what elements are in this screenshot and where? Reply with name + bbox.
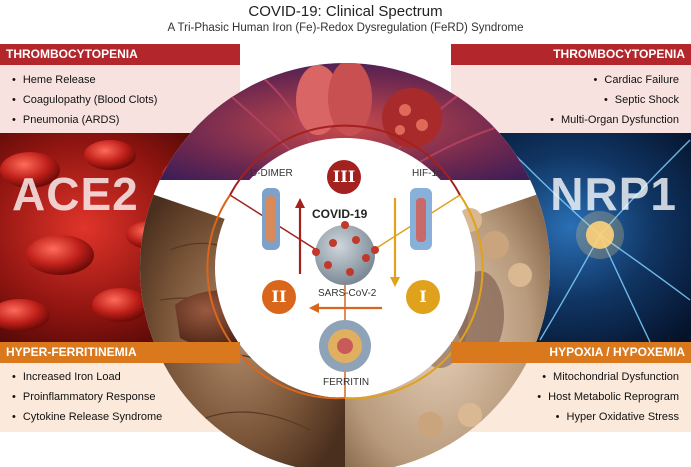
list-item: Mitochondrial Dysfunction <box>537 367 679 387</box>
ferritin-molecule <box>319 320 371 372</box>
diagram-title: COVID-19: Clinical Spectrum <box>248 3 443 20</box>
panel-list-bottom-right: Mitochondrial Dysfunction Host Metabolic… <box>537 367 679 427</box>
list-item: Heme Release <box>12 70 157 90</box>
list-item: Septic Shock <box>550 90 679 110</box>
phase-1-badge: I <box>406 280 440 314</box>
list-item: Coagulopathy (Blood Clots) <box>12 90 158 110</box>
list-item: Multi-Organ Dysfunction <box>550 110 679 130</box>
d-dimer-label: D-DIMER <box>250 168 293 179</box>
panel-heading-top-left: THROMBOCYTOPENIA <box>0 44 240 65</box>
phase-3-badge: III <box>327 160 361 194</box>
hif-label: HIF-1α <box>412 168 443 179</box>
panel-list-top-left: Heme Release Coagulopathy (Blood Clots) … <box>12 70 158 130</box>
list-item: Increased Iron Load <box>12 367 162 387</box>
list-item: Pneumonia (ARDS) <box>12 110 157 130</box>
ferritin-label: FERRITIN <box>323 377 370 388</box>
hif-molecule <box>410 188 432 250</box>
panel-heading-bottom-right: HYPOXIA / HYPOXEMIA <box>451 342 691 363</box>
list-item: Cardiac Failure <box>550 70 679 90</box>
d-dimer-molecule <box>262 188 280 250</box>
list-item: Host Metabolic Reprogram <box>537 387 679 407</box>
covid-label: COVID-19 <box>312 207 368 221</box>
panel-list-top-right: Cardiac Failure Septic Shock Multi-Organ… <box>550 70 679 130</box>
phase-2-badge: II <box>262 280 296 314</box>
diagram-subtitle: A Tri-Phasic Human Iron (Fe)-Redox Dysre… <box>167 22 524 34</box>
panel-heading-bottom-left: HYPER-FERRITINEMIA <box>0 342 240 363</box>
panel-list-bottom-left: Increased Iron Load Proinflammatory Resp… <box>12 367 162 427</box>
list-item: Proinflammatory Response <box>12 387 162 407</box>
receptor-label-nrp1: NRP1 <box>550 168 677 220</box>
sars-cov-2-virus <box>312 221 379 285</box>
list-item: Cytokine Release Syndrome <box>12 407 162 427</box>
receptor-label-ace2: ACE2 <box>12 168 139 220</box>
panel-heading-top-right: THROMBOCYTOPENIA <box>451 44 691 65</box>
virus-label: SARS-CoV-2 <box>318 288 377 299</box>
list-item: Hyper Oxidative Stress <box>537 407 679 427</box>
